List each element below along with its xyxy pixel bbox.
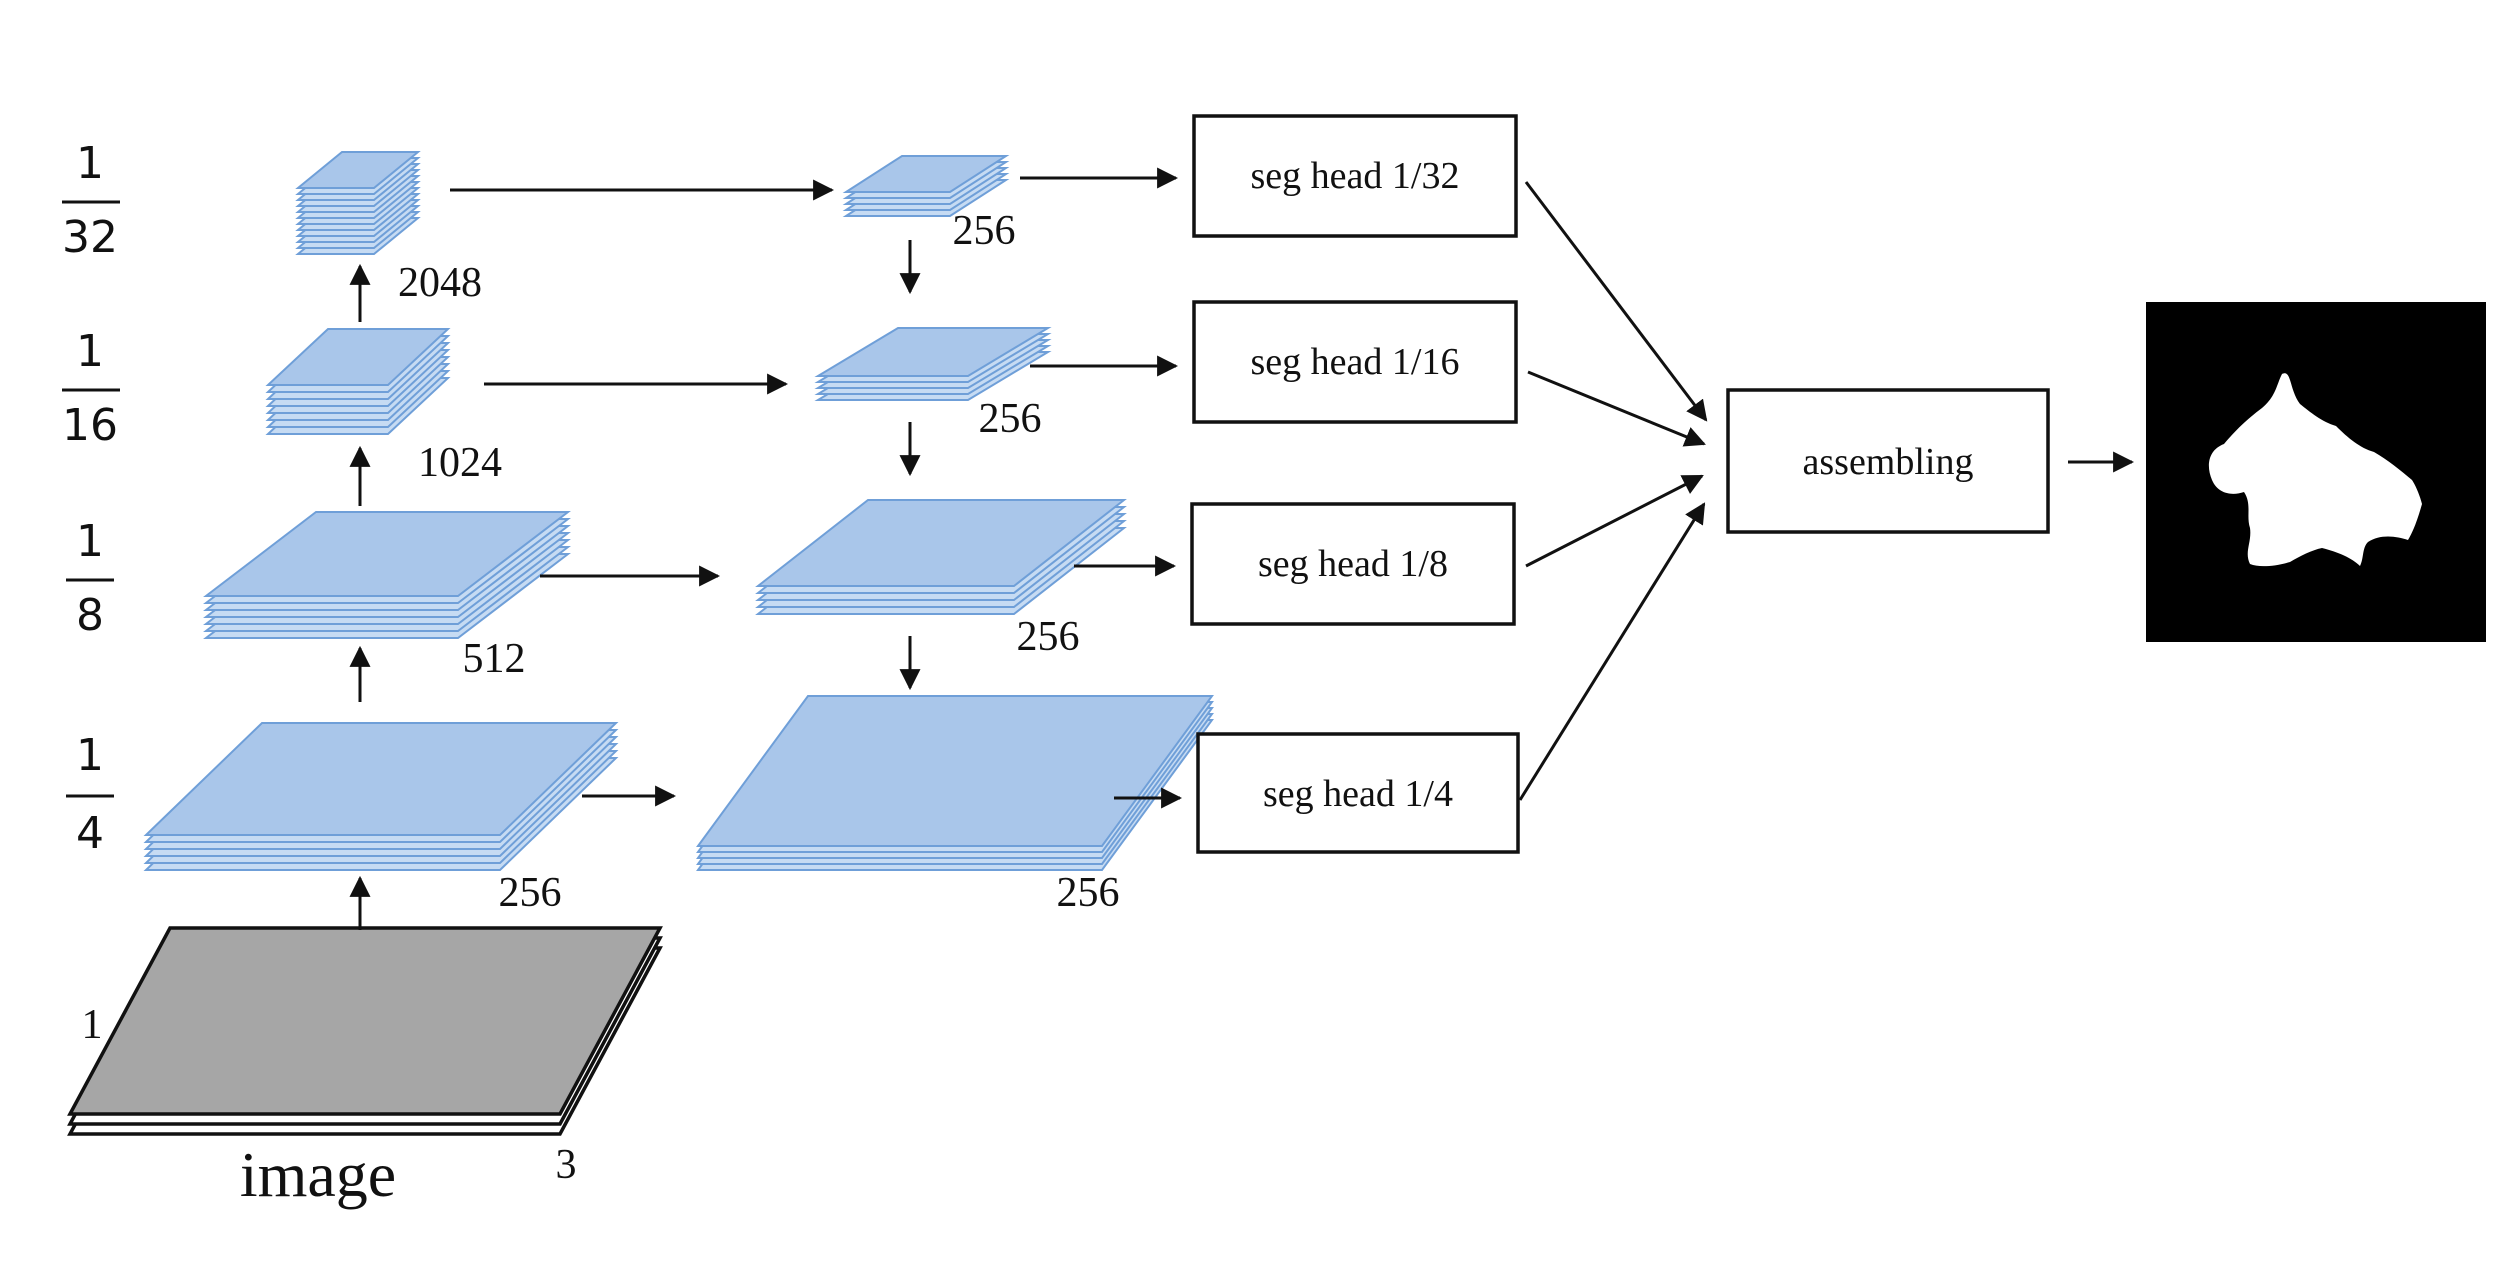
feature-layer <box>143 722 619 836</box>
feature-layer <box>755 499 1127 587</box>
image-channel-layer <box>67 926 663 1116</box>
arrow-to-assembling <box>1518 502 1706 801</box>
mask-shape <box>2208 373 2422 567</box>
backbone-feature-1-32 <box>295 151 421 255</box>
assembling-block: assembling <box>1726 388 2050 534</box>
feature-layer <box>814 327 1052 377</box>
seg-head-1-8: seg head 1/8 <box>1190 502 1516 626</box>
scale-numerator: 1 <box>76 730 104 781</box>
backbone-channel-label: 512 <box>463 636 526 682</box>
seg-head-label: seg head 1/32 <box>1251 155 1460 197</box>
scale-denominator: 4 <box>76 808 104 859</box>
scale-denominator: 8 <box>76 590 104 641</box>
fpn-channel-label: 256 <box>1057 870 1120 916</box>
feature-map-stacks <box>143 151 1214 871</box>
scale-numerator: 1 <box>76 326 104 377</box>
fpn-feature-1-16 <box>814 327 1052 401</box>
fpn-feature-1-8 <box>755 499 1127 615</box>
feature-layer <box>203 511 571 597</box>
input-channels-label: 3 <box>556 1142 577 1188</box>
scale-denominator: 16 <box>62 400 118 451</box>
fpn-channel-label: 256 <box>979 396 1042 442</box>
seg-head-1-16: seg head 1/16 <box>1192 300 1518 424</box>
seg-head-1-4: seg head 1/4 <box>1196 732 1520 854</box>
scale-denominator: 32 <box>62 212 118 263</box>
arrow-to-assembling <box>1524 181 1708 422</box>
fpn-channel-label: 256 <box>953 208 1016 254</box>
scale-numerator: 1 <box>76 516 104 567</box>
input-scale-label: 1 <box>82 1002 103 1048</box>
seg-head-1-32: seg head 1/32 <box>1192 114 1518 238</box>
backbone-feature-1-8 <box>203 511 571 639</box>
seg-head-label: seg head 1/16 <box>1251 341 1460 383</box>
scale-numerator: 1 <box>76 138 104 189</box>
arrow-to-assembling <box>1527 370 1706 447</box>
input-image-label: image <box>240 1139 396 1210</box>
scale-1-8: 1 8 <box>66 516 114 641</box>
scale-1-16: 1 16 <box>62 326 120 451</box>
backbone-channel-label: 256 <box>499 870 562 916</box>
feature-layer <box>295 151 421 189</box>
backbone-feature-1-4 <box>143 722 619 871</box>
backbone-channel-label: 2048 <box>398 260 482 306</box>
feature-layer <box>842 155 1010 193</box>
arrow-to-assembling <box>1525 474 1704 568</box>
assembling-label: assembling <box>1803 441 1974 483</box>
output-mask <box>2146 302 2486 642</box>
backbone-feature-1-16 <box>265 328 451 435</box>
fpn-feature-1-32 <box>842 155 1010 217</box>
feature-layer <box>265 328 451 386</box>
input-image-stack <box>67 926 663 1136</box>
scale-1-4: 1 4 <box>66 730 114 859</box>
fpn-feature-1-4 <box>696 695 1214 871</box>
scale-1-32: 1 32 <box>62 138 120 263</box>
feature-layer <box>696 695 1214 847</box>
fpn-channel-label: 256 <box>1017 614 1080 660</box>
seg-head-label: seg head 1/8 <box>1258 543 1448 585</box>
backbone-channel-label: 1024 <box>418 440 502 486</box>
seg-head-label: seg head 1/4 <box>1263 773 1453 815</box>
